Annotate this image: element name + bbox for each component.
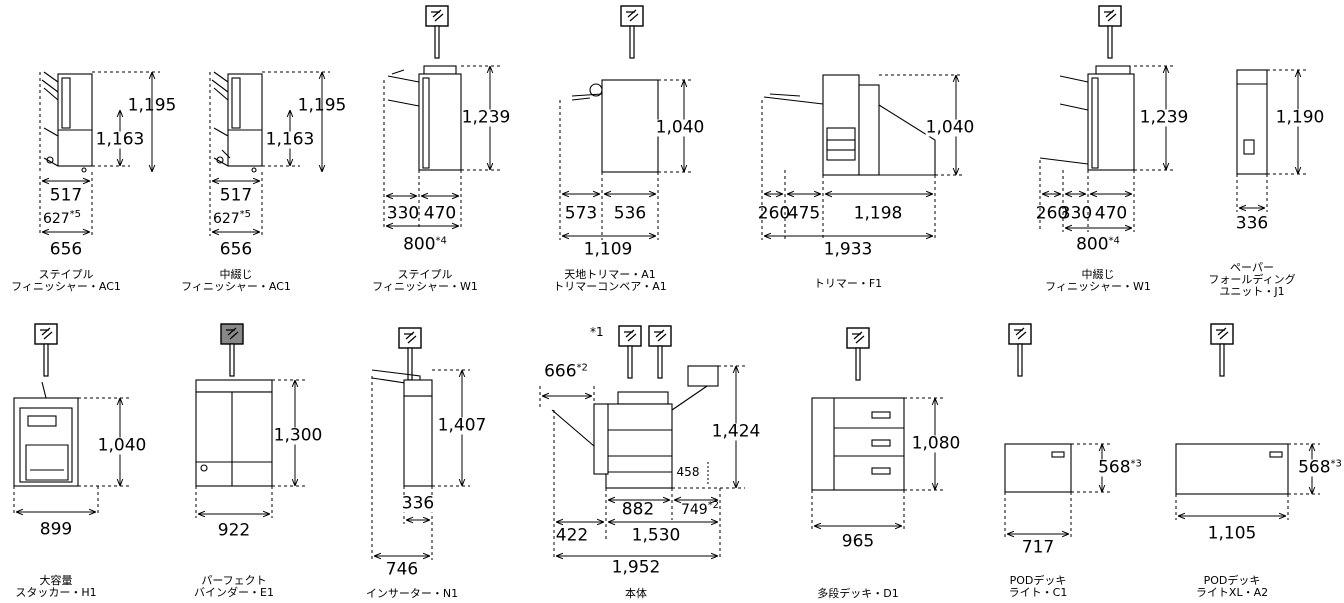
machine-main-body [551, 325, 719, 489]
caption: パーフェクトバインダー・E1 [194, 574, 274, 599]
dim-width: 573 [564, 203, 598, 224]
dim-width: 882 [621, 499, 655, 520]
machine-binder-e1 [195, 323, 273, 487]
machine-pod-deck-c1 [1004, 323, 1072, 493]
dim-width: 965 [841, 531, 875, 552]
dim-height: 1,424 [711, 421, 761, 442]
dim-total: 1,933 [823, 239, 873, 260]
dim-total: 800*4 [1076, 234, 1120, 255]
dim-height: 1,040 [655, 117, 705, 138]
dim-width: 536 [613, 203, 647, 224]
dim-width: 922 [217, 520, 251, 541]
dim-height: 1,239 [1139, 107, 1189, 128]
caption: 中綴じフィニッシャー・AC1 [181, 268, 291, 293]
caption: PODデッキライト・C1 [1008, 574, 1068, 599]
machine-paper-folding-j1 [1236, 69, 1268, 175]
dim-width: 475 [787, 203, 821, 224]
dim-width: 336 [401, 493, 435, 514]
dim-height: 1,190 [1275, 107, 1325, 128]
dim-depth: 656 [49, 239, 83, 260]
dim-reach: 666*2 [544, 361, 588, 382]
dim-width: 1,105 [1207, 523, 1257, 544]
dim-width: 470 [1094, 203, 1128, 224]
dim-width: 336 [1235, 213, 1269, 234]
dim-width: 717 [1021, 537, 1055, 558]
machine-saddle-finisher-ac1 [211, 71, 263, 173]
dim-height: 1,163 [95, 129, 145, 150]
dim-height: 1,163 [265, 129, 315, 150]
dim-height: 568*3 [1298, 457, 1342, 478]
caption: 多段デッキ・D1 [817, 587, 899, 600]
caption: ステイプルフィニッシャー・W1 [372, 268, 478, 293]
dim-width: 899 [39, 519, 73, 540]
footnote-mark: *1 [590, 325, 604, 339]
dim-width-noted: 627*5 [42, 209, 82, 227]
dim-width: 260 [757, 203, 791, 224]
dim-height: 1,407 [437, 415, 487, 436]
dim-height: 568*3 [1098, 457, 1142, 478]
machine-trimmer-f1 [763, 74, 936, 176]
dim-width: 517 [49, 185, 83, 206]
dim-total: 1,952 [611, 557, 661, 578]
dim-height: 1,040 [925, 117, 975, 138]
dim-left: 422 [555, 525, 589, 546]
caption: ペーパーフォールディングユニット・J1 [1208, 261, 1296, 298]
dim-depth: 746 [385, 559, 419, 580]
dim-width: 330 [1059, 203, 1093, 224]
caption: PODデッキライトXL・A2 [1195, 574, 1269, 599]
dim-height: 1,040 [97, 435, 147, 456]
dim-height: 1,080 [911, 433, 961, 454]
machine-trimmer-a1 [571, 5, 659, 173]
caption: ステイプルフィニッシャー・AC1 [11, 268, 121, 293]
machine-staple-finisher-w1 [387, 5, 462, 171]
dim-width: 1,530 [631, 525, 681, 546]
dim-depth: 656 [219, 239, 253, 260]
dim-width: 330 [386, 203, 420, 224]
dim-tray: 749*2 [680, 500, 720, 518]
machine-pod-deck-xl-a2 [1175, 323, 1289, 495]
dim-height: 1,239 [461, 107, 511, 128]
machine-multi-deck-d1 [811, 327, 905, 491]
dim-panel: 458 [676, 465, 700, 479]
dim-width: 260 [1035, 203, 1069, 224]
dim-width: 517 [219, 185, 253, 206]
caption: 本体 [625, 587, 647, 600]
dim-height: 1,195 [297, 95, 347, 116]
dim-total: 1,109 [583, 239, 633, 260]
machine-inserter-n1 [371, 327, 433, 487]
caption: 中綴じフィニッシャー・W1 [1045, 268, 1151, 293]
machine-stacker-h1 [13, 323, 79, 487]
dim-width: 1,198 [853, 203, 903, 224]
dim-width-noted: 627*5 [212, 209, 252, 227]
dim-width: 470 [423, 203, 457, 224]
dim-height: 1,195 [127, 95, 177, 116]
caption: インサーター・N1 [365, 587, 459, 600]
caption: トリマー・F1 [813, 277, 883, 290]
dim-height: 1,300 [273, 425, 323, 446]
machine-saddle-finisher-w1 [1039, 5, 1135, 171]
machine-staple-finisher-ac1 [41, 71, 93, 173]
caption: 大容量スタッカー・H1 [15, 574, 97, 599]
dim-total: 800*4 [403, 234, 447, 255]
